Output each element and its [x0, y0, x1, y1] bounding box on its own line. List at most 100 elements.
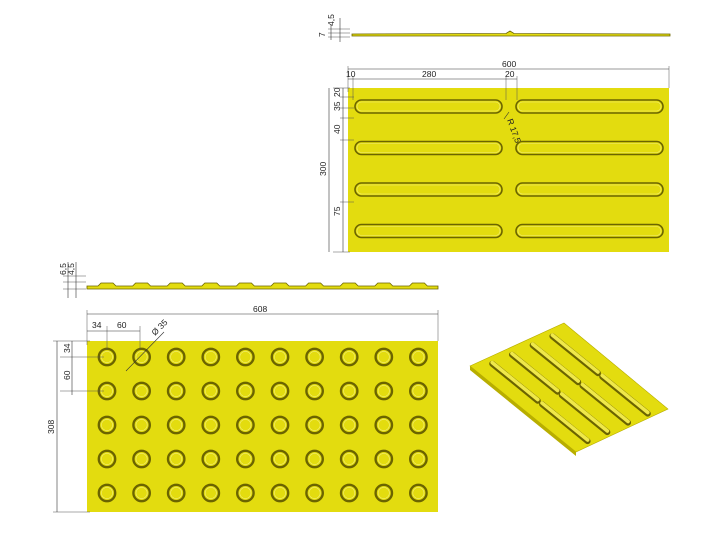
dot-ring [201, 415, 221, 435]
dot-ring [374, 483, 394, 503]
dot-ring [339, 347, 359, 367]
dot-dim-pitch: 60 [117, 320, 127, 330]
dot-top [135, 453, 148, 465]
dot-ring [339, 415, 359, 435]
dot-ring [374, 415, 394, 435]
dot-ring [201, 483, 221, 503]
dot-top [274, 453, 286, 465]
dot-top [274, 419, 286, 431]
dot-top [308, 351, 321, 363]
iso-plate-top [469, 322, 669, 453]
dot-grid [97, 347, 428, 503]
bar-profile-dim-total: 7 [317, 32, 327, 37]
dot-top [101, 487, 113, 499]
bar-ridge-top [517, 143, 662, 153]
iso-bar [580, 382, 630, 424]
dot-top [239, 453, 252, 465]
dot-ring [201, 449, 221, 469]
bar-ridge [354, 182, 503, 197]
dot-ring [235, 449, 255, 469]
dot-ring [305, 449, 324, 469]
bar-dim-top-a: 35 [332, 101, 342, 111]
dot-tile-top-view: 608 34 60 Ø 35 34 60 308 [46, 304, 439, 513]
dot-ring [132, 347, 152, 367]
dot-ring [97, 449, 117, 469]
iso-bar [510, 351, 560, 393]
dot-top [308, 385, 321, 397]
dot-top [204, 351, 217, 363]
iso-bar [600, 373, 650, 415]
bar-ridge [515, 140, 664, 156]
dot-top [204, 487, 217, 499]
dot-dim-left-margin: 34 [62, 343, 72, 353]
dot-ring [201, 381, 221, 401]
dot-ring [235, 483, 255, 503]
bar-profile-dim-relief: 4,5 [326, 14, 336, 26]
dot-ring [235, 381, 255, 401]
dot-top [204, 419, 217, 431]
dot-top [412, 385, 425, 397]
dot-diameter-label: Ø 35 [149, 317, 169, 337]
dot-ring [270, 415, 290, 435]
dot-top [377, 419, 390, 431]
dot-top [101, 453, 113, 465]
dot-top [343, 419, 356, 431]
dot-top [308, 453, 321, 465]
dot-top [170, 419, 183, 431]
bar-tile-isometric-view [469, 322, 669, 456]
bar-ridge-top [356, 184, 501, 195]
dot-top [274, 351, 286, 363]
dot-top [412, 453, 425, 465]
bar-ridge-top [517, 226, 662, 236]
bar-ridge [515, 223, 664, 239]
iso-bar [540, 401, 590, 442]
dot-top [343, 351, 356, 363]
bar-ridge [515, 182, 664, 197]
bar-dim-height: 300 [318, 162, 328, 176]
dot-ring [408, 483, 428, 503]
dot-ring [132, 415, 152, 435]
iso-bar [530, 342, 581, 383]
dot-ring [166, 347, 186, 367]
dot-ring [235, 415, 255, 435]
dot-top [308, 419, 321, 431]
dot-ring [408, 415, 428, 435]
dot-ring [305, 483, 324, 503]
bar-dim-left-margin: 10 [346, 69, 356, 79]
dot-ring [270, 347, 290, 367]
dot-top [135, 487, 148, 499]
dot-ring [305, 415, 324, 435]
dot-ring [270, 483, 290, 503]
dot-top [274, 487, 286, 499]
bar-tile-top-view: 600 10 280 20 35 20 40 300 75 R 17,5 [318, 59, 670, 253]
dot-top [204, 453, 217, 465]
dot-ring [132, 483, 152, 503]
dot-ring [166, 381, 186, 401]
dot-top [239, 351, 252, 363]
dot-ring [97, 483, 117, 503]
bar-ridge [354, 99, 503, 114]
dot-top [412, 419, 425, 431]
dot-ring [166, 415, 186, 435]
dot-top [412, 351, 425, 363]
dot-ring [305, 347, 324, 367]
bar-dim-overall: 600 [502, 59, 516, 69]
dot-ring [339, 483, 359, 503]
dot-ring [201, 347, 221, 367]
bar-ridge [354, 140, 503, 156]
dot-top [343, 487, 356, 499]
dot-ring [408, 381, 428, 401]
bar-ridge-top [356, 143, 501, 153]
dot-top [274, 385, 286, 397]
dot-top [239, 385, 252, 397]
dot-top [343, 385, 356, 397]
dot-top [170, 385, 183, 397]
bar-ridge [515, 99, 664, 114]
bar-dim-bar-length: 280 [422, 69, 436, 79]
dot-top [135, 419, 148, 431]
bar-dim-bottom: 75 [332, 206, 342, 216]
iso-bar [550, 333, 600, 374]
bar-ridge [354, 223, 503, 239]
iso-bar-grid [489, 333, 651, 445]
dot-ring [305, 381, 324, 401]
